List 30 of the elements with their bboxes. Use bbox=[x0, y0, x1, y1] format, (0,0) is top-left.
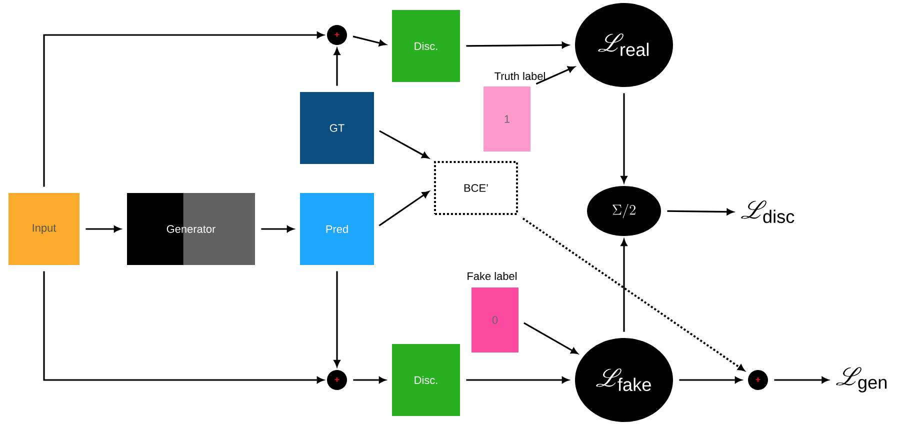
label-box: 1 bbox=[484, 86, 530, 152]
arrow bbox=[43, 271, 324, 384]
box-caption: Truth label bbox=[494, 72, 545, 80]
input-box: Input bbox=[8, 193, 80, 265]
arrow bbox=[620, 239, 628, 332]
label-box: 0 bbox=[472, 288, 518, 352]
arrow bbox=[667, 208, 734, 216]
arrow bbox=[379, 130, 429, 159]
arrow bbox=[466, 376, 569, 384]
arrow bbox=[466, 42, 569, 48]
arrow bbox=[43, 32, 324, 187]
arrow bbox=[522, 218, 745, 372]
arrow bbox=[378, 191, 430, 226]
arrow bbox=[536, 66, 575, 85]
loss-symbol: $\mathscr{L}_{\mathrm{disc}}$ bbox=[741, 200, 794, 224]
arrow bbox=[334, 271, 340, 367]
box-caption: Fake label bbox=[468, 272, 517, 280]
arrow bbox=[774, 376, 829, 384]
gt-box: GT bbox=[300, 92, 374, 164]
arrow bbox=[86, 226, 121, 232]
pred-box: Pred bbox=[300, 193, 374, 265]
arrow bbox=[679, 376, 742, 384]
arrow bbox=[261, 226, 294, 232]
arrow bbox=[334, 48, 340, 86]
arrow bbox=[620, 93, 628, 183]
bce-box: BCE’ bbox=[434, 161, 518, 215]
arrow bbox=[524, 322, 578, 354]
arrow bbox=[353, 376, 386, 384]
arrow bbox=[352, 36, 386, 46]
loss-symbol: $\mathscr{L}_{\mathrm{gen}}$ bbox=[836, 367, 887, 392]
